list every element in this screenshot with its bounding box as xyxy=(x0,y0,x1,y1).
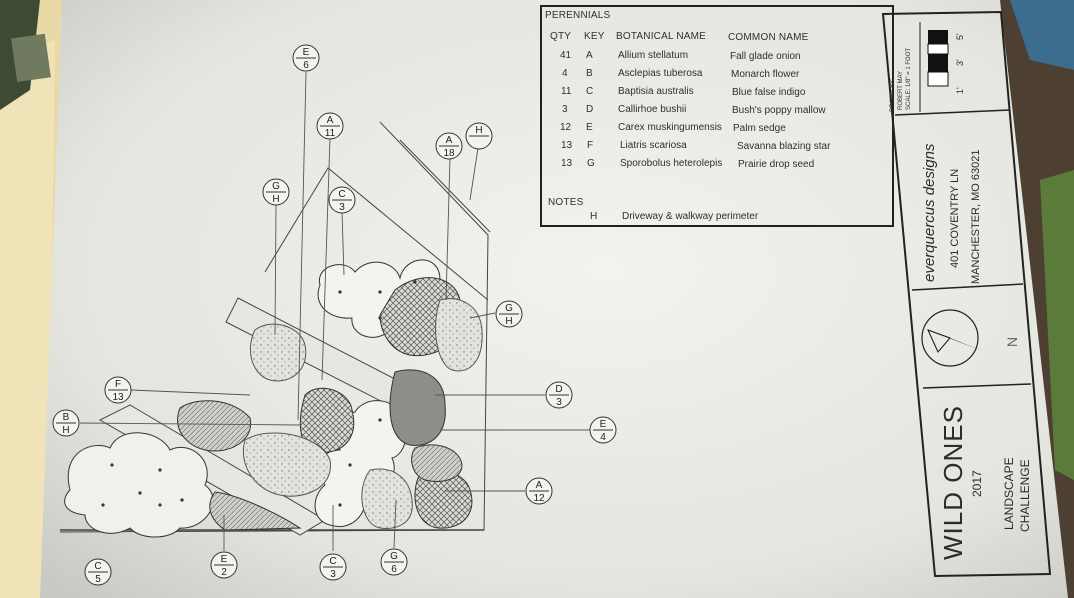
designer-name: ROBERT MAY xyxy=(898,70,904,110)
legend-row-common: Fall glade onion xyxy=(730,51,801,62)
company-name: everquercus designs xyxy=(921,143,938,282)
legend-row-common: Palm sedge xyxy=(733,123,786,134)
legend-row-botanical: Callirhoe bushii xyxy=(618,104,687,115)
legend-row-qty: 4 xyxy=(562,68,568,79)
bed-dropseed-g-center xyxy=(243,432,331,497)
legend-row-common: Prairie drop seed xyxy=(738,159,815,170)
bed-sedge-e-right xyxy=(411,444,463,482)
project-year: 2017 xyxy=(970,470,984,497)
legend-col-common: COMMON NAME xyxy=(728,32,809,43)
legend-row-botanical: Liatris scariosa xyxy=(620,140,687,151)
legend-row-qty: 41 xyxy=(560,50,572,61)
legend-row-common: Bush's poppy mallow xyxy=(732,105,826,116)
legend-col-qty: QTY xyxy=(550,31,572,42)
legend-row-key: C xyxy=(586,86,594,97)
legend-row-botanical: Allium stellatum xyxy=(618,50,689,61)
legend-row-qty: 12 xyxy=(560,122,572,133)
legend-col-botanical: BOTANICAL NAME xyxy=(616,31,707,42)
legend-row-key: B xyxy=(586,68,593,79)
company-address-line1: 401 COVENTRY LN xyxy=(949,168,961,268)
legend-col-key: KEY xyxy=(584,31,605,42)
scale-tick-3: 3' xyxy=(955,59,965,66)
legend-row-qty: 13 xyxy=(561,158,573,169)
scale-tick-1: 1' xyxy=(955,87,965,94)
legend-row-key: F xyxy=(587,140,594,151)
bed-blazingstar-f xyxy=(249,323,307,382)
scale-tick-5: 5' xyxy=(955,33,965,40)
legend-row-key: D xyxy=(586,104,594,115)
legend-row-botanical: Sporobolus heterolepis xyxy=(620,158,723,169)
legend-row-common: Blue false indigo xyxy=(732,87,806,98)
scale-bar xyxy=(927,30,949,87)
legend-row-common: Monarch flower xyxy=(731,69,800,80)
legend-row-key: G xyxy=(587,158,595,169)
project-title: WILD ONES xyxy=(938,405,968,560)
drawn-by-label: DRAWN BY: xyxy=(890,78,896,112)
title-block xyxy=(881,10,1052,578)
legend-row-key: E xyxy=(586,122,593,133)
bed-allium-a-center xyxy=(299,387,355,453)
legend-row-qty: 3 xyxy=(562,104,568,115)
callout-leaders xyxy=(79,71,590,551)
bed-sedge-e-bottom xyxy=(209,491,302,531)
bed-dropseed-g-bottom xyxy=(361,468,413,529)
scale-label: SCALE: 1/8" = 1 FOOT xyxy=(906,48,912,110)
north-arrow-icon xyxy=(921,309,985,367)
project-subtitle-line2: CHALLENGE xyxy=(1018,459,1032,532)
notes-title: NOTES xyxy=(548,197,584,208)
legend-title: PERENNIALS xyxy=(545,10,611,21)
legend-row-qty: 13 xyxy=(561,140,573,151)
project-subtitle-line1: LANDSCAPE xyxy=(1002,457,1016,530)
bed-dropseed-g-right xyxy=(435,298,483,372)
company-address-line2: MANCHESTER, MO 63021 xyxy=(970,149,982,284)
note-text: Driveway & walkway perimeter xyxy=(622,211,759,222)
legend-row-qty: 11 xyxy=(561,86,572,97)
legend-row-common: Savanna blazing star xyxy=(737,141,831,152)
legend-row-botanical: Baptisia australis xyxy=(618,86,694,97)
legend-row-key: A xyxy=(586,50,593,61)
bed-mallow-d xyxy=(389,369,446,446)
note-key: H xyxy=(590,211,598,222)
legend-row-botanical: Carex muskingumensis xyxy=(618,122,722,133)
north-label: N xyxy=(1004,336,1020,347)
legend-row-botanical: Asclepias tuberosa xyxy=(618,68,703,79)
bed-sedge-e-left xyxy=(177,400,252,452)
